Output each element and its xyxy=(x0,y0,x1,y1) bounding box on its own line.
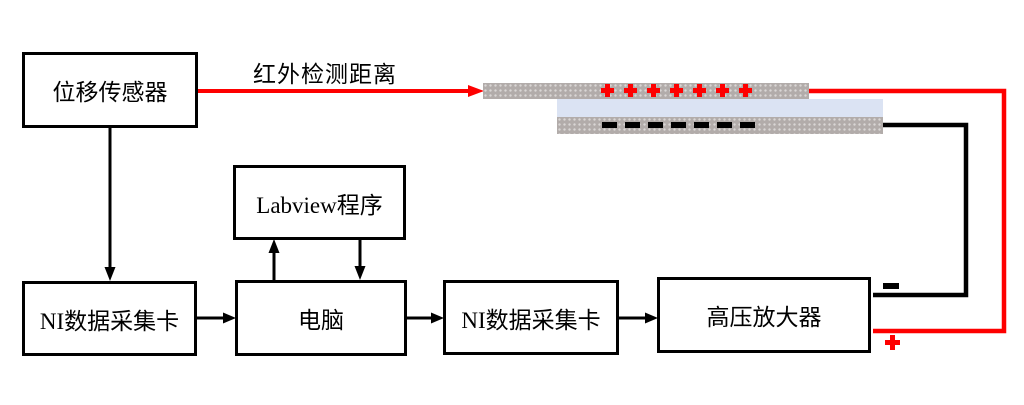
minus-charge-icon xyxy=(625,122,640,128)
arrowhead-labview-to-computer xyxy=(354,266,366,280)
plus-charge-icon xyxy=(693,84,706,97)
arrowhead-sensor-to-daq1 xyxy=(104,267,116,281)
node-ni-daq-card-1-label: NI数据采集卡 xyxy=(39,308,180,334)
minus-charge-icon xyxy=(694,122,709,128)
node-ni-daq-card-1: NI数据采集卡 xyxy=(22,281,197,356)
node-computer-label: 电脑 xyxy=(298,308,344,333)
positive-charges-row xyxy=(601,84,752,97)
node-displacement-sensor-label: 位移传感器 xyxy=(52,80,168,105)
plus-charge-icon xyxy=(624,84,637,97)
negative-terminal-minus-icon xyxy=(883,283,899,289)
minus-charge-icon xyxy=(671,122,686,128)
actuator-top-electrode xyxy=(483,83,809,99)
node-computer: 电脑 xyxy=(235,280,407,356)
infrared-detection-distance-label: 红外检测距离 xyxy=(253,62,397,87)
plus-charge-icon xyxy=(601,84,614,97)
plus-charge-icon xyxy=(716,84,729,97)
wire-negative-black xyxy=(873,122,969,298)
actuator-dielectric-layer xyxy=(557,99,883,117)
arrowhead-computer-to-labview xyxy=(268,239,280,253)
minus-charge-icon xyxy=(717,122,732,128)
node-ni-daq-card-2: NI数据采集卡 xyxy=(443,280,619,355)
negative-charges-row xyxy=(602,122,755,128)
positive-terminal-plus-icon xyxy=(885,335,900,350)
plus-charge-icon xyxy=(647,84,660,97)
plus-charge-icon xyxy=(670,84,683,97)
node-labview-program-label: Labview程序 xyxy=(256,192,383,218)
minus-charge-icon xyxy=(602,122,617,128)
node-ni-daq-card-2-label: NI数据采集卡 xyxy=(461,307,601,333)
arrowhead-infrared-red-arrow xyxy=(468,85,484,97)
plus-charge-icon xyxy=(739,84,752,97)
node-displacement-sensor: 位移传感器 xyxy=(22,52,198,128)
node-hv-amplifier: 高压放大器 xyxy=(657,277,871,353)
node-labview-program: Labview程序 xyxy=(233,165,406,240)
minus-charge-icon xyxy=(740,122,755,128)
minus-charge-icon xyxy=(648,122,663,128)
node-hv-amplifier-label: 高压放大器 xyxy=(706,305,822,330)
